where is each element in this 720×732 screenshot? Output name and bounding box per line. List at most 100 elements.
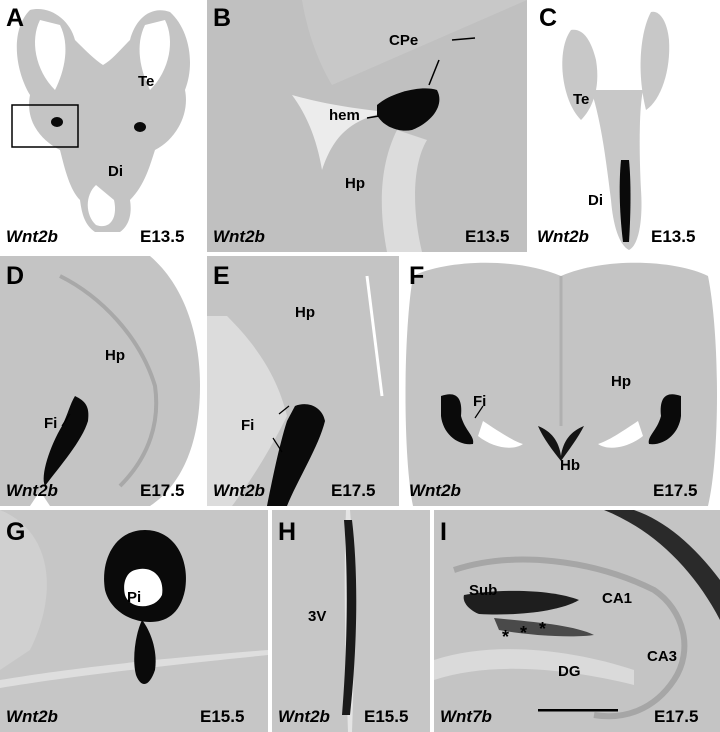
left-ventricle — [478, 421, 523, 448]
panel-c-gene: Wnt2b — [537, 227, 589, 246]
ventricle-wall-stain — [342, 520, 357, 715]
left-ventricle — [35, 20, 66, 90]
panel-a-stage: E13.5 — [140, 227, 185, 246]
right-ventricle — [598, 421, 643, 448]
outer-cortex-stain — [604, 510, 720, 620]
panel-i-star-3: * — [539, 619, 547, 639]
hem-stain — [377, 88, 440, 131]
panel-a-di-label: Di — [108, 163, 123, 180]
panel-i-star-2: * — [520, 623, 528, 643]
panel-i-ca1-label: CA1 — [602, 590, 633, 607]
panel-a-gene: Wnt2b — [6, 227, 58, 246]
right-hemisphere-outline — [640, 11, 670, 110]
hemisphere — [0, 256, 200, 506]
panel-f-gene: Wnt2b — [409, 481, 461, 500]
panel-h-gene: Wnt2b — [278, 707, 330, 726]
panel-d-gene: Wnt2b — [6, 481, 58, 500]
panel-h-letter: H — [278, 518, 297, 546]
panel-h-3v-label: 3V — [308, 608, 327, 625]
panel-i-sub-label: Sub — [469, 582, 498, 599]
panel-e-gene: Wnt2b — [213, 481, 265, 500]
panel-a-te-label: Te — [138, 73, 155, 90]
panel-i-dg-label: DG — [558, 663, 581, 680]
panel-e: E Hp Fi Wnt2b E17.5 — [207, 256, 399, 506]
cpe-pointer-2 — [428, 59, 440, 86]
panel-c-image — [562, 11, 670, 250]
right-fimbria-stain — [648, 394, 681, 445]
dentate-stain — [494, 618, 594, 637]
pineal-lumen — [124, 568, 163, 607]
lower-light-band — [434, 649, 634, 685]
panel-c-letter: C — [539, 4, 558, 32]
panel-d-letter: D — [6, 262, 25, 290]
habenula-stain — [538, 426, 584, 461]
left-tissue-edge — [0, 510, 47, 670]
fimbria-stain — [43, 396, 89, 486]
pineal-stalk — [134, 620, 156, 685]
panel-d-stage: E17.5 — [140, 481, 185, 500]
panel-a-letter: A — [6, 4, 25, 32]
panel-f-hp-label: Hp — [611, 373, 631, 390]
panel-b-stage: E13.5 — [465, 227, 510, 246]
fi-pointer-1 — [278, 405, 290, 415]
diencephalon-outline — [591, 90, 643, 250]
panel-f-image — [405, 262, 717, 506]
fimbria-stain — [267, 404, 325, 506]
right-ventricle — [139, 20, 170, 90]
hippocampus-arc — [59, 274, 159, 488]
panel-g-image — [0, 510, 268, 688]
subiculum-stain — [463, 590, 579, 615]
panel-i-star-1: * — [502, 627, 510, 647]
panel-h-image — [342, 510, 357, 732]
panel-g-letter: G — [6, 518, 26, 546]
panel-e-stage: E17.5 — [331, 481, 376, 500]
panel-d: D Hp Fi Wnt2b E17.5 — [0, 256, 203, 506]
right-edge-fissure — [365, 275, 384, 397]
third-ventricle — [87, 185, 116, 227]
left-hem-stain — [51, 117, 63, 127]
panel-b: B CPe hem Hp Wnt2b E13.5 — [207, 0, 527, 252]
panel-b-letter: B — [213, 4, 232, 32]
panel-f-fi-label: Fi — [473, 393, 487, 410]
panel-f-stage: E17.5 — [653, 481, 698, 500]
ventricle-space — [292, 95, 387, 170]
fi-pointer-2 — [272, 437, 283, 453]
panel-i: I Sub CA1 CA3 DG * * * Wnt7b E17.5 — [434, 510, 720, 732]
cortex-edge — [302, 0, 527, 85]
bottom-notch — [30, 491, 50, 506]
panel-a-image — [11, 9, 191, 232]
fi-pointer — [474, 405, 484, 419]
panel-f-hb-label: Hb — [560, 457, 580, 474]
panel-h: H 3V Wnt2b E15.5 — [272, 510, 430, 732]
panel-b-hem-label: hem — [329, 107, 360, 124]
panel-d-hp-label: Hp — [105, 347, 125, 364]
panel-g-pi-label: Pi — [127, 589, 142, 606]
panel-b-hp-label: Hp — [345, 175, 365, 192]
panel-f: F Fi Hp Hb Wnt2b E17.5 — [403, 256, 720, 506]
panel-e-hp-label: Hp — [295, 304, 315, 321]
panel-g: G Pi Wnt2b E15.5 — [0, 510, 268, 732]
panel-e-letter: E — [213, 262, 230, 290]
inset-box — [11, 104, 79, 148]
panel-c-stage: E13.5 — [651, 227, 696, 246]
panel-d-image — [0, 256, 200, 506]
panel-i-image — [434, 510, 720, 720]
ventricle-light — [207, 316, 287, 506]
panel-c-te-label: Te — [573, 91, 590, 108]
panel-i-gene: Wnt7b — [440, 707, 492, 726]
panel-g-gene: Wnt2b — [6, 707, 58, 726]
panel-a: A Te Di Wnt2b E13.5 — [0, 0, 203, 252]
panel-g-stage: E15.5 — [200, 707, 245, 726]
panel-h-stage: E15.5 — [364, 707, 409, 726]
left-fimbria-stain — [441, 394, 474, 445]
panel-b-gene: Wnt2b — [213, 227, 265, 246]
right-hem-stain — [134, 122, 146, 132]
diencephalon-stain — [619, 160, 631, 242]
lower-band — [0, 650, 268, 688]
left-hemisphere-outline — [562, 29, 598, 120]
fimbria-light-band — [381, 130, 427, 252]
cpe-pointer — [451, 37, 476, 41]
scale-bar — [538, 709, 618, 712]
hippocampus-fold — [453, 556, 688, 720]
